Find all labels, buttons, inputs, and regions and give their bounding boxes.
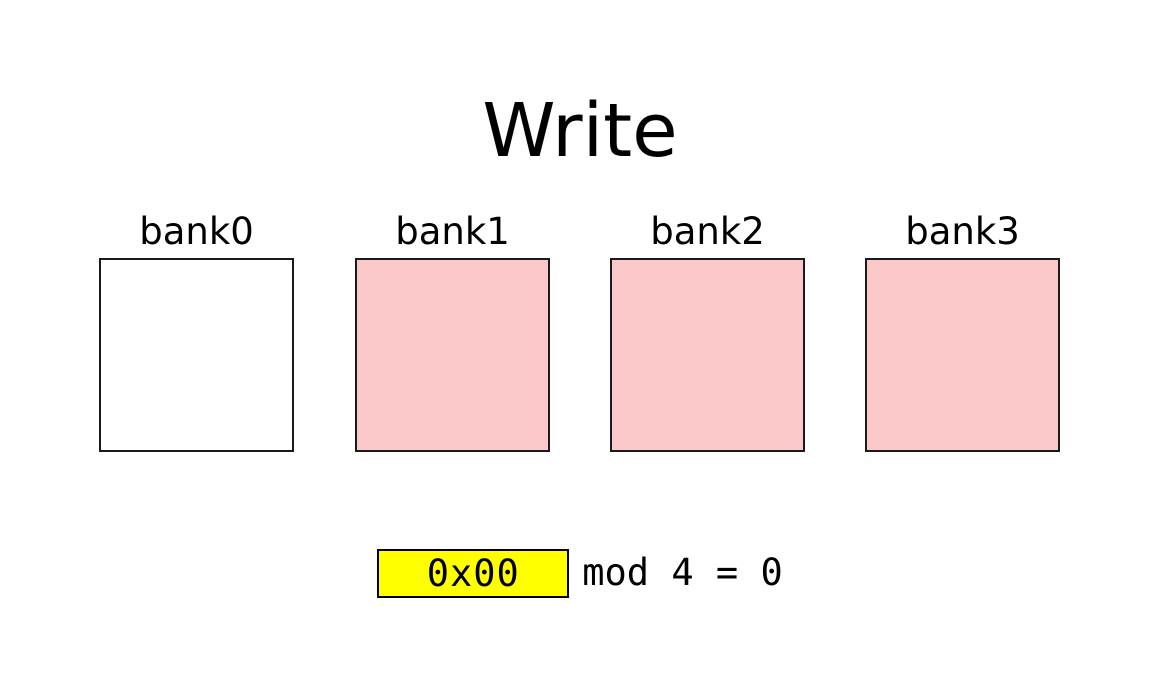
bank-column-0: bank0 (99, 210, 294, 455)
bank-row: bank0 bank1 bank2 bank3 (99, 210, 1061, 455)
bank-box-3[interactable] (865, 258, 1060, 452)
bank-label-2: bank2 (650, 210, 765, 253)
bank-box-2[interactable] (610, 258, 805, 452)
bank-column-2: bank2 (610, 210, 805, 455)
address-expression: 0x00 mod 4 = 0 (0, 545, 1160, 601)
page-title: Write (482, 88, 678, 174)
modulo-expression-text: mod 4 = 0 (582, 551, 783, 594)
address-highlight-chip: 0x00 (377, 548, 570, 598)
bank-column-1: bank1 (355, 210, 550, 455)
bank-box-0[interactable] (99, 258, 294, 452)
bank-box-1[interactable] (355, 258, 550, 452)
bank-label-1: bank1 (395, 210, 510, 253)
bank-column-3: bank3 (865, 210, 1060, 455)
bank-label-0: bank0 (139, 210, 254, 253)
bank-label-3: bank3 (905, 210, 1020, 253)
